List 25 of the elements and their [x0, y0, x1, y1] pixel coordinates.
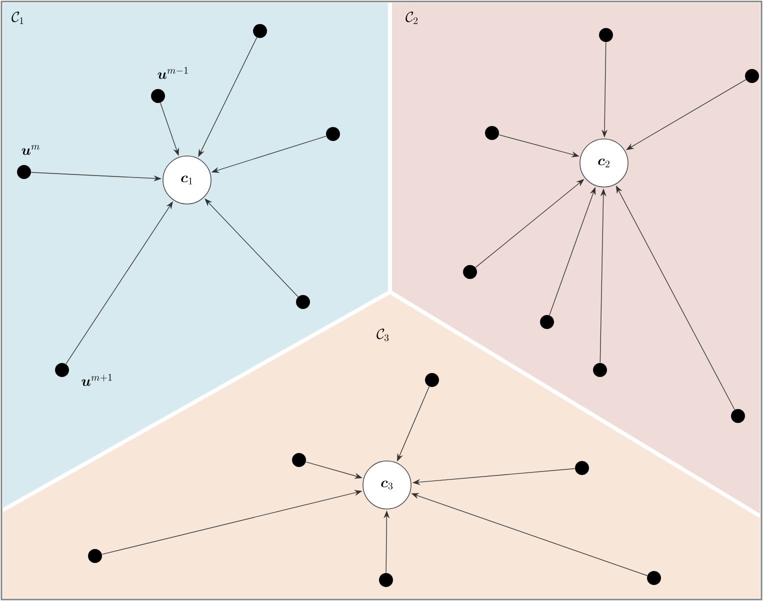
data-point	[292, 452, 306, 467]
data-point	[647, 570, 661, 585]
data-point	[88, 548, 102, 563]
region-label: $\mathcal{C}_2$	[406, 12, 418, 24]
data-point	[575, 460, 589, 475]
region-label: $\mathcal{C}_1$	[12, 12, 24, 24]
point-label: $\boldsymbol{u}^{m+1}$	[82, 374, 112, 386]
data-point	[379, 572, 393, 587]
data-point	[463, 264, 477, 279]
data-point	[540, 314, 554, 329]
data-point	[745, 68, 759, 83]
data-point	[425, 372, 439, 387]
data-point	[593, 362, 607, 377]
data-point	[485, 126, 499, 140]
data-point	[17, 165, 31, 179]
data-point	[296, 294, 310, 309]
data-point	[253, 24, 267, 38]
point-label: $\boldsymbol{u}^{m-1}$	[158, 66, 188, 79]
data-point	[599, 28, 613, 42]
point-label: $\boldsymbol{u}^{m}$	[22, 145, 40, 155]
data-point	[55, 362, 69, 377]
data-point	[731, 408, 745, 423]
data-point	[151, 88, 165, 103]
data-point	[326, 127, 340, 141]
region-label: $\mathcal{C}_3$	[376, 328, 389, 342]
